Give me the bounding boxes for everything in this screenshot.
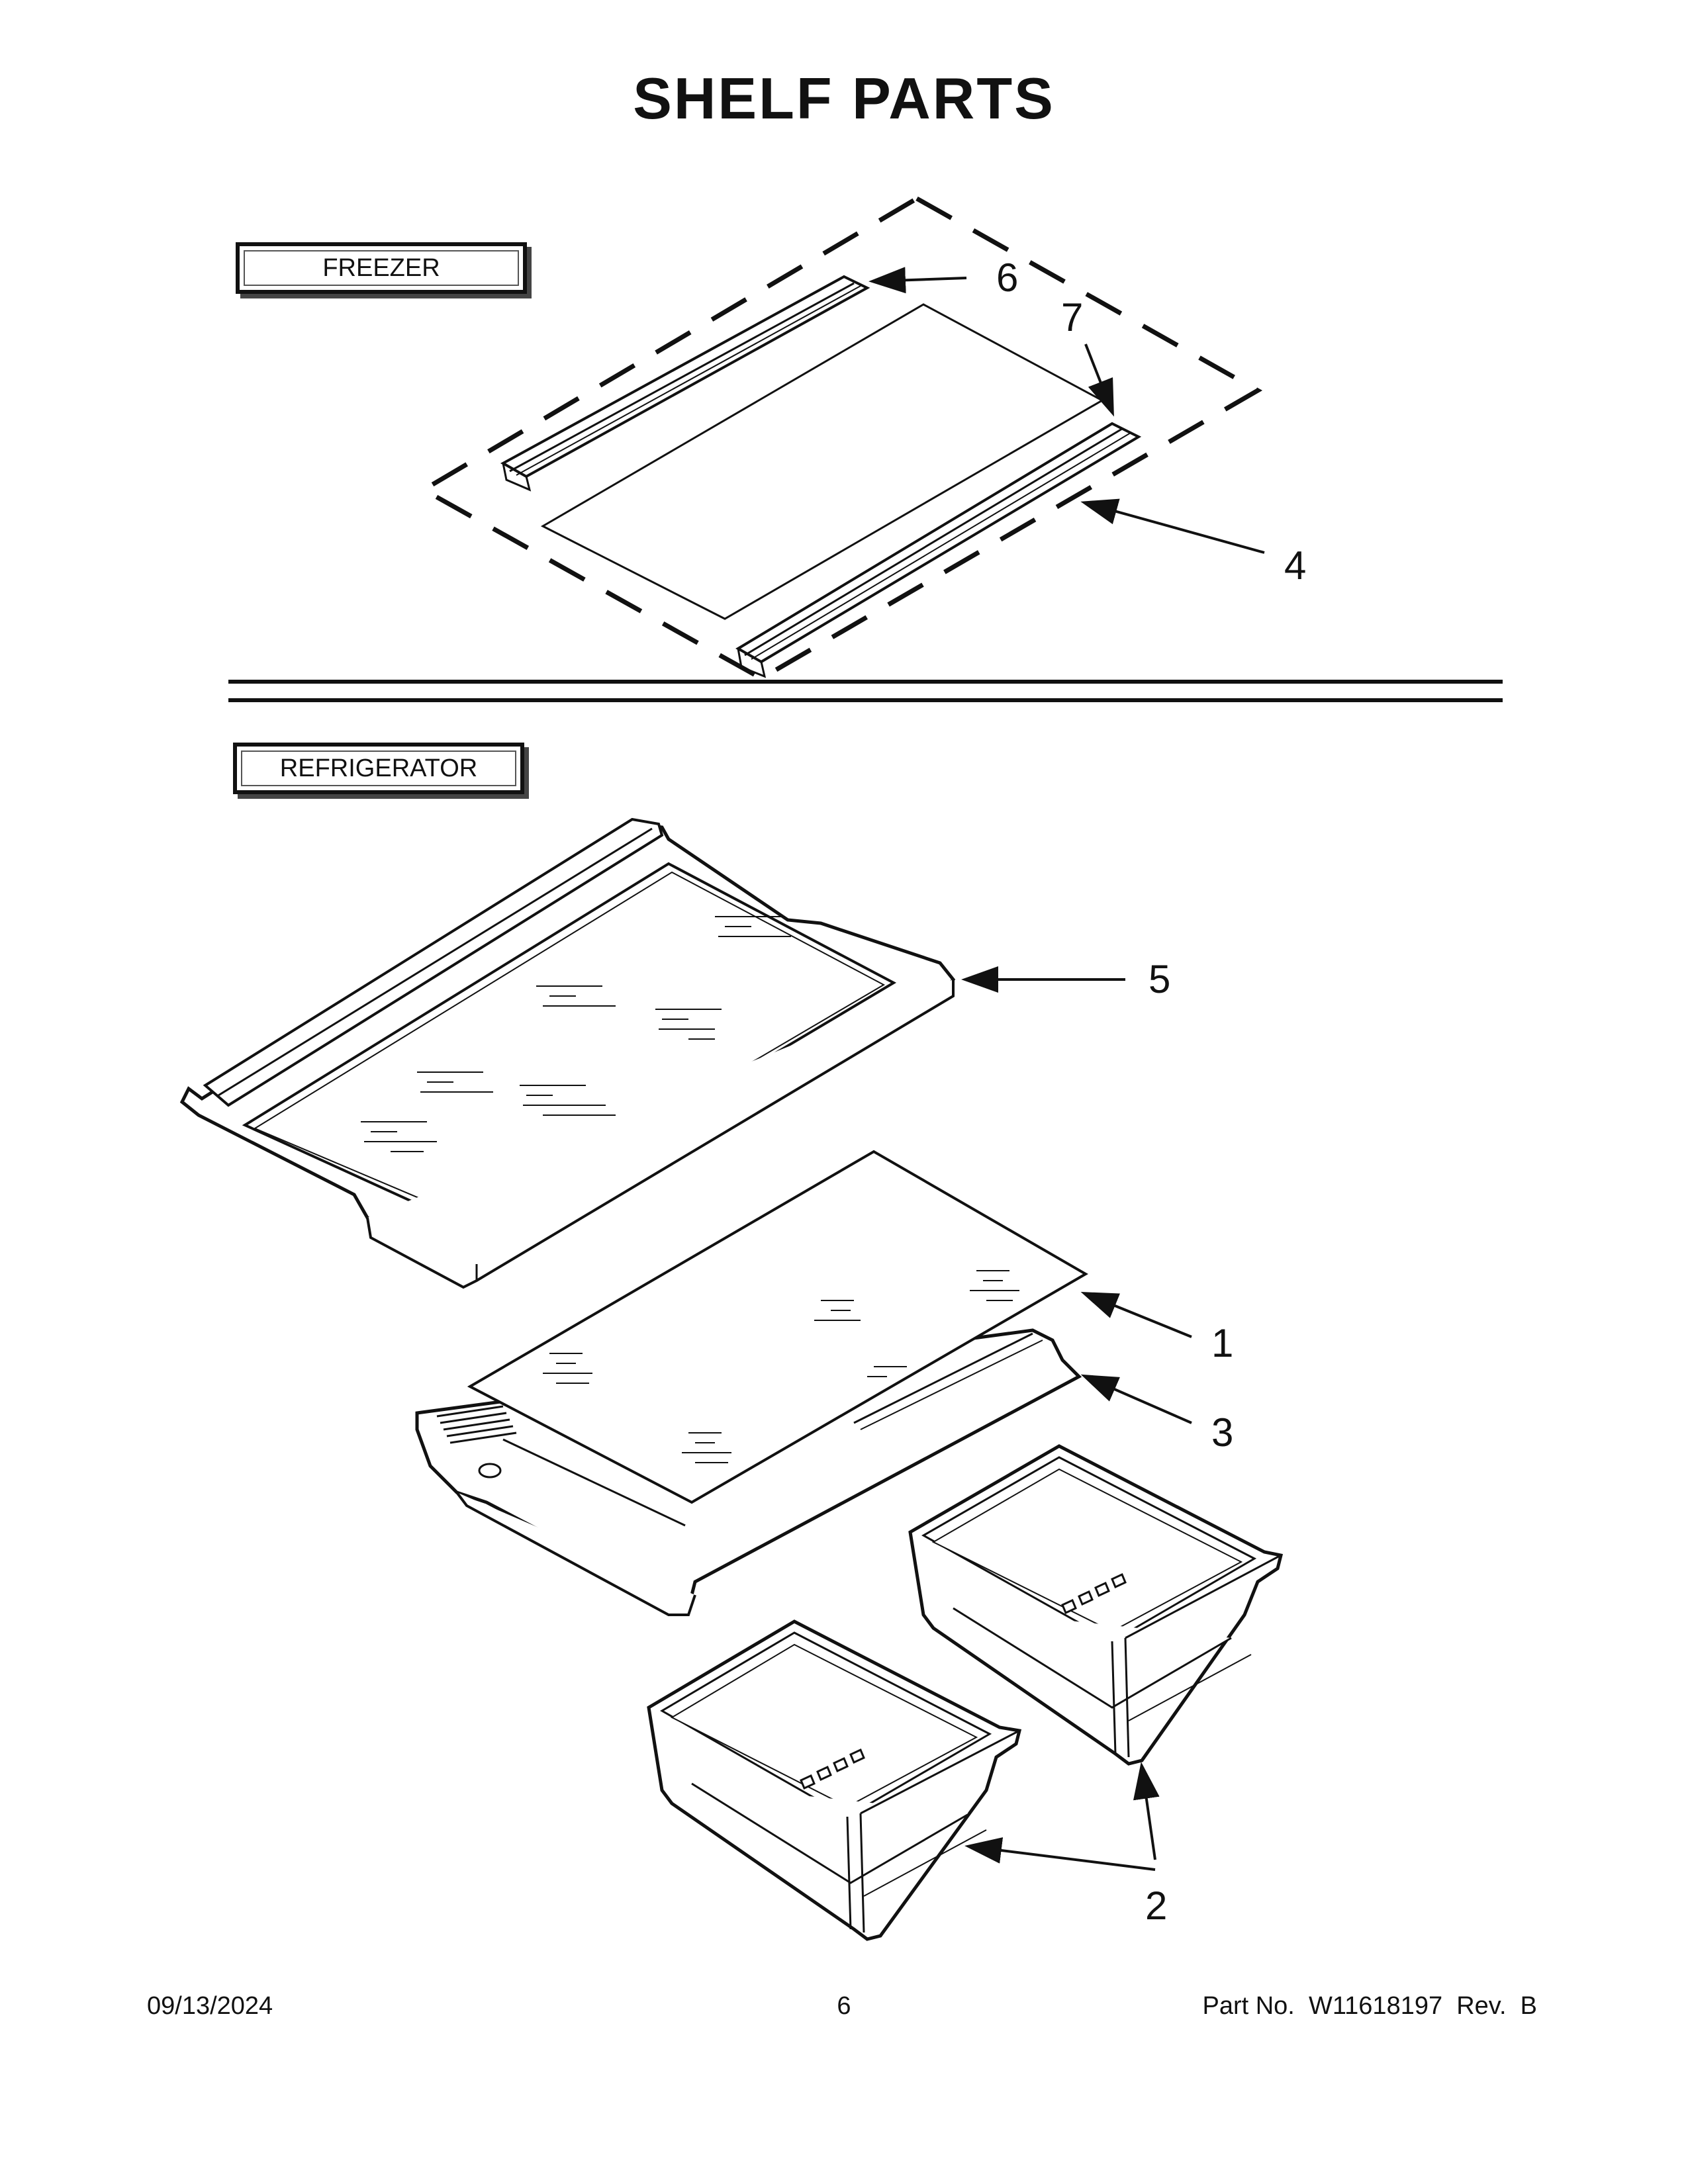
crisper-cover-assembly <box>415 1150 1088 1616</box>
leader-2b <box>1133 1762 1160 1860</box>
drawer-drain-slots <box>800 1748 865 1790</box>
crisper-knob <box>478 1463 502 1479</box>
callout-1: 1 <box>1211 1321 1233 1365</box>
callout-4: 4 <box>1284 543 1306 588</box>
leader-1 <box>1080 1291 1192 1338</box>
freezer-dashed-outline <box>418 195 1263 682</box>
refrigerator-glass-shelf-assembly <box>179 817 956 1289</box>
label-inner-border <box>244 250 519 286</box>
freezer-rail-right <box>735 422 1142 678</box>
freezer-rail-left <box>500 275 870 492</box>
callout-5: 5 <box>1149 957 1170 1001</box>
refrigerator-leader-lines <box>961 966 1192 1871</box>
callout-7: 7 <box>1061 295 1083 340</box>
drawer-drain-slots <box>1061 1572 1127 1615</box>
freezer-section-label: FREEZER <box>236 242 527 294</box>
crisper-drawer-right <box>908 1444 1284 1766</box>
footer-date: 09/13/2024 <box>147 1992 273 2020</box>
leader-2a <box>964 1837 1156 1871</box>
glass-reflection-marks <box>361 916 791 1152</box>
leader-4 <box>1080 498 1265 554</box>
refrigerator-label-text: REFRIGERATOR <box>279 754 478 782</box>
crisper-glass-cover <box>467 1150 1088 1504</box>
crisper-drawer-left <box>647 1619 1022 1941</box>
crisper-vent-slots <box>436 1405 517 1444</box>
leader-3 <box>1080 1374 1192 1424</box>
footer-page-number: 6 <box>837 1992 851 2020</box>
leader-6 <box>868 267 967 294</box>
freezer-glass-shelf <box>540 303 1105 620</box>
callout-3: 3 <box>1211 1410 1233 1455</box>
freezer-leader-lines <box>868 267 1265 554</box>
callout-2: 2 <box>1145 1884 1167 1928</box>
label-inner-border <box>241 751 516 786</box>
section-divider <box>228 680 1503 702</box>
refrigerator-section-label: REFRIGERATOR <box>233 743 524 794</box>
footer-part-number: Part No. W11618197 Rev. B <box>1202 1992 1537 2020</box>
leader-7 <box>1084 343 1114 417</box>
freezer-label-text: FREEZER <box>322 253 440 282</box>
callout-6: 6 <box>996 255 1018 300</box>
cover-reflection-marks <box>543 1270 1019 1463</box>
freezer-shelf-assembly <box>418 195 1263 682</box>
page-title: SHELF PARTS <box>633 66 1055 131</box>
